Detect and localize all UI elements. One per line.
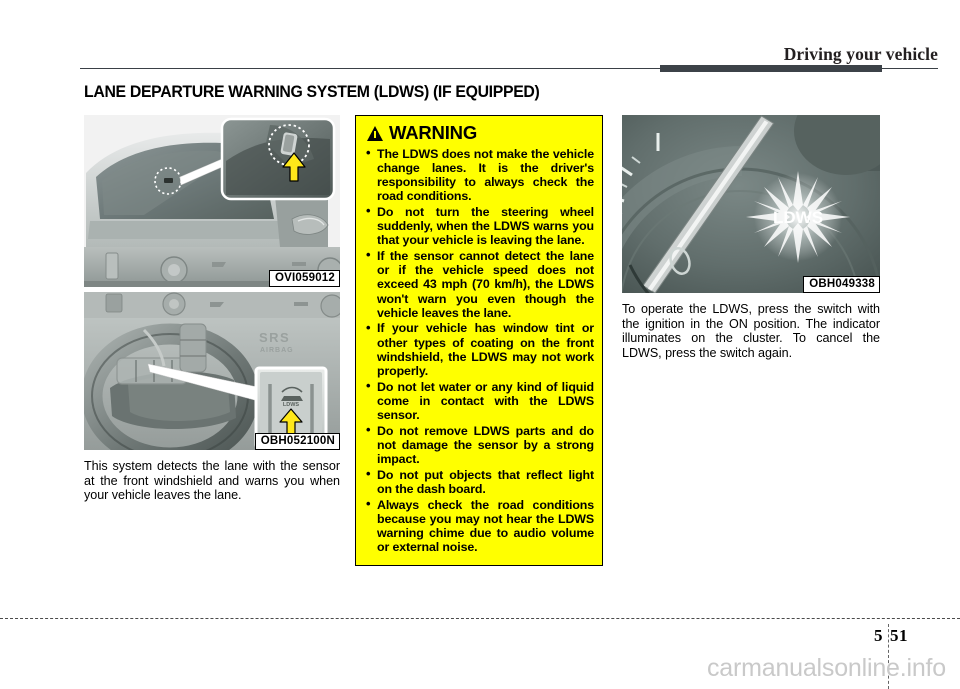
page-header: Driving your vehicle [0,44,960,78]
svg-text:LDWS: LDWS [283,402,300,408]
svg-text:SRS: SRS [259,330,290,345]
instrument-cluster-illustration: LDWS [622,115,880,293]
figure-steering-wheel-switch: SRS AIRBAG LDWS OBH052100N [84,292,340,450]
page-header-title: Driving your vehicle [783,44,938,64]
header-rule-thin [80,68,938,69]
cluster-ldws-label: LDWS [773,208,823,227]
header-rule-thick [660,65,882,72]
warning-item: Do not turn the steering wheel suddenly,… [365,204,594,248]
footer-divider-line [0,618,960,619]
right-column-body: To operate the LDWS, press the switch wi… [622,302,880,360]
figure-caption: OBH052100N [254,432,340,450]
left-column: OVI059012 [84,115,340,503]
warning-header: WARNING [367,122,594,143]
page-number-value: 51 [890,626,908,645]
warning-item: If the sensor cannot detect the lane or … [365,248,594,320]
warning-item: The LDWS does not make the vehicle chang… [365,146,594,204]
figure-cluster-indicator: LDWS OBH049338 [622,115,880,293]
left-column-body: This system detects the lane with the se… [84,459,340,503]
warning-item: If your vehicle has window tint or other… [365,321,594,378]
svg-text:AIRBAG: AIRBAG [260,347,294,354]
figure-caption: OVI059012 [269,269,340,287]
warning-box: WARNING The LDWS does not make the vehic… [355,115,603,567]
warning-item: Always check the road conditions because… [365,497,594,555]
warning-item: Do not remove LDWS parts and do not dama… [365,423,594,467]
footer-vertical-divider [888,624,889,689]
section-title: LANE DEPARTURE WARNING SYSTEM (LDWS) (IF… [84,83,540,101]
figure-caption: OBH049338 [803,275,880,293]
watermark: carmanualsonline.info [706,654,946,682]
warning-list: The LDWS does not make the vehicle chang… [365,146,594,555]
windshield-sensor-illustration [84,115,340,287]
steering-wheel-illustration: SRS AIRBAG LDWS [84,292,340,450]
warning-triangle-icon [367,125,383,141]
right-column: LDWS OBH049338 To operate the LDWS, pres… [622,115,880,360]
figure-windshield-sensor: OVI059012 [84,115,340,287]
warning-item: Do not let water or any kind of liquid c… [365,379,594,423]
page-number: 5 51 [874,626,908,646]
middle-column: WARNING The LDWS does not make the vehic… [355,115,603,567]
warning-item: Do not put objects that reflect light on… [365,467,594,496]
warning-title: WARNING [389,122,478,143]
chapter-number: 5 [874,626,883,645]
